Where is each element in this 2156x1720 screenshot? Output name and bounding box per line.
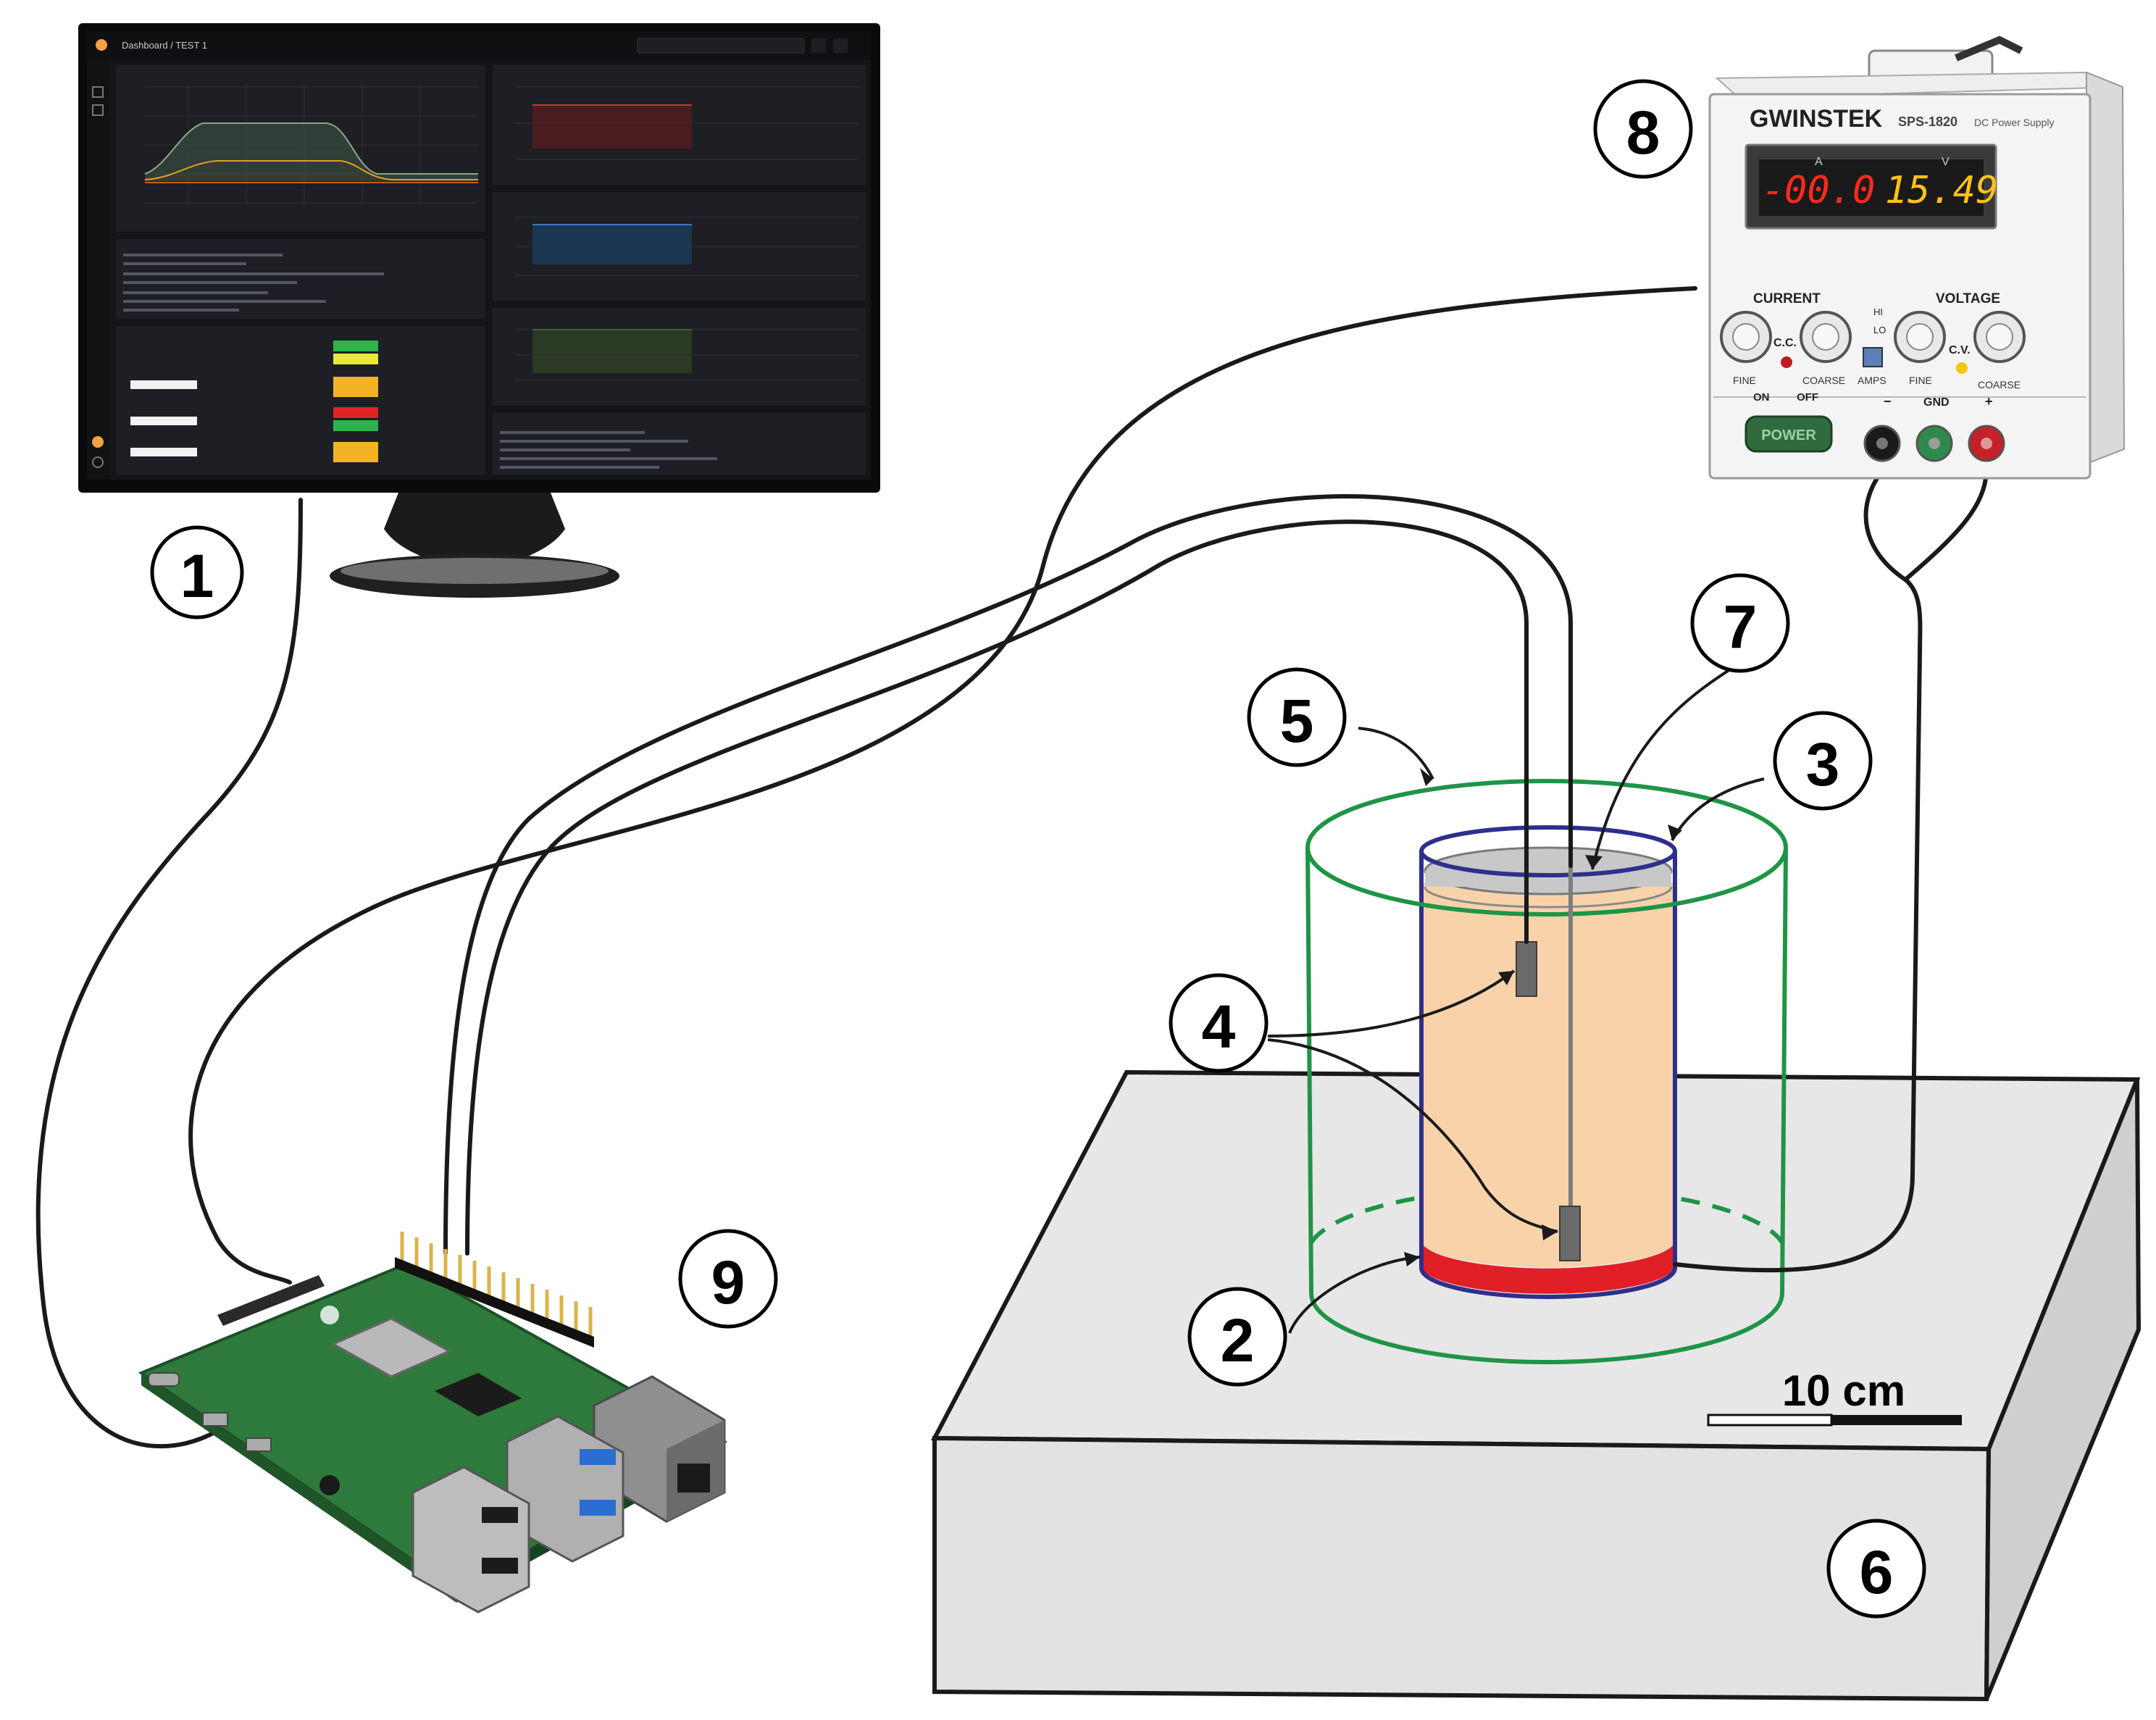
raspberry-pi-board <box>138 1232 728 1613</box>
dashboard-title: Dashboard / TEST 1 <box>122 40 207 51</box>
cpu-chip <box>330 1317 452 1378</box>
svg-text:4: 4 <box>1202 993 1236 1061</box>
sensor-upper <box>1516 941 1537 997</box>
cell-liquid <box>1421 861 1675 1267</box>
amps-label: AMPS <box>1858 375 1886 386</box>
off-label: OFF <box>1797 391 1818 404</box>
model-name: SPS-1820 <box>1898 114 1957 129</box>
usb-c-port <box>148 1372 180 1387</box>
callout-3: 3 <box>1773 711 1873 811</box>
scale-bar-label: 10 cm <box>1782 1366 1905 1415</box>
svg-text:2: 2 <box>1221 1306 1255 1374</box>
model-subtitle: DC Power Supply <box>1974 117 2055 128</box>
sensor-lower <box>1559 1206 1581 1261</box>
search-icon[interactable] <box>92 86 104 98</box>
hdmi-port-2 <box>246 1437 272 1452</box>
brand-logo: GWINSTEK <box>1750 105 1883 133</box>
svg-text:7: 7 <box>1723 593 1758 661</box>
outer-cylinder <box>1309 1185 1784 1244</box>
lo-label: LO <box>1873 325 1886 335</box>
callout-2: 2 <box>1187 1287 1287 1387</box>
current-fine-knob[interactable] <box>1720 311 1772 363</box>
dc-power-supply: GWINSTEK SPS-1820 DC Power Supply A V -0… <box>1708 36 2126 480</box>
callout-7: 7 <box>1690 573 1790 673</box>
outer-cylinder-walls <box>1305 779 1788 1364</box>
electrochemical-cell <box>1419 825 1677 1299</box>
fine-left-label: FINE <box>1733 375 1756 386</box>
terminal-positive[interactable] <box>1968 425 2005 462</box>
cc-label: C.C. <box>1773 337 1797 349</box>
hot-plate-side <box>1984 1078 2142 1700</box>
svg-text:8: 8 <box>1626 99 1660 167</box>
cables <box>35 286 1989 1449</box>
coarse-right-label: COARSE <box>1978 379 2021 391</box>
gpio-header <box>400 1232 593 1336</box>
ethernet-port <box>593 1375 726 1523</box>
time-range-picker[interactable] <box>637 38 805 54</box>
svg-text:6: 6 <box>1860 1538 1894 1606</box>
user-avatar-icon[interactable] <box>92 436 104 448</box>
amp-reading: -00.0 <box>1762 169 1876 212</box>
usb3-ports <box>506 1415 624 1563</box>
sensors <box>1516 866 1581 1261</box>
volt-unit: V <box>1942 156 1950 168</box>
on-label: ON <box>1753 391 1770 404</box>
power-button-label: POWER <box>1761 427 1816 443</box>
terminal-ground[interactable] <box>1915 425 1953 462</box>
cv-indicator <box>1956 362 1968 374</box>
leader-lines <box>1267 658 1765 1334</box>
callout-8: 8 <box>1593 79 1693 179</box>
cv-label: C.V. <box>1949 344 1971 356</box>
help-icon[interactable] <box>92 456 104 468</box>
dashboards-icon[interactable] <box>92 104 104 116</box>
callout-6: 6 <box>1826 1519 1926 1619</box>
bottom-electrode <box>1421 1243 1675 1294</box>
callout-5: 5 <box>1247 667 1347 767</box>
svg-text:9: 9 <box>711 1248 745 1316</box>
amps-switch[interactable] <box>1863 347 1883 367</box>
current-coarse-knob[interactable] <box>1800 311 1852 363</box>
callout-1: 1 <box>150 525 244 619</box>
voltage-coarse-knob[interactable] <box>1973 311 2026 363</box>
hi-label: HI <box>1873 306 1883 317</box>
usb2-ports <box>411 1466 530 1613</box>
power-button[interactable]: POWER <box>1745 415 1833 453</box>
voltage-fine-knob[interactable] <box>1894 311 1946 363</box>
amp-unit: A <box>1815 156 1823 168</box>
terminal-negative[interactable] <box>1863 425 1901 462</box>
leader-arrowheads <box>1404 768 1682 1266</box>
svg-text:1: 1 <box>180 542 214 610</box>
plus-label: + <box>1985 394 1993 409</box>
minus-label: − <box>1884 394 1892 409</box>
monitor: Dashboard / TEST 1 <box>78 23 880 598</box>
gnd-label: GND <box>1923 396 1950 409</box>
current-label: CURRENT <box>1753 291 1821 306</box>
svg-text:3: 3 <box>1806 730 1840 798</box>
hdmi-port-1 <box>202 1412 228 1427</box>
fine-right-label: FINE <box>1909 375 1932 386</box>
svg-text:5: 5 <box>1280 687 1314 755</box>
raspberry-logo <box>320 1306 339 1324</box>
dashboard-logo-icon <box>96 39 107 51</box>
audio-jack <box>319 1475 340 1495</box>
cc-indicator <box>1781 356 1792 368</box>
callout-4: 4 <box>1169 973 1269 1073</box>
coarse-left-label: COARSE <box>1802 375 1845 386</box>
callout-9: 9 <box>678 1229 778 1329</box>
scale-bar: 10 cm <box>1707 1366 1962 1427</box>
voltage-label: VOLTAGE <box>1936 291 2000 306</box>
volt-reading: 15.49 <box>1885 169 1999 212</box>
